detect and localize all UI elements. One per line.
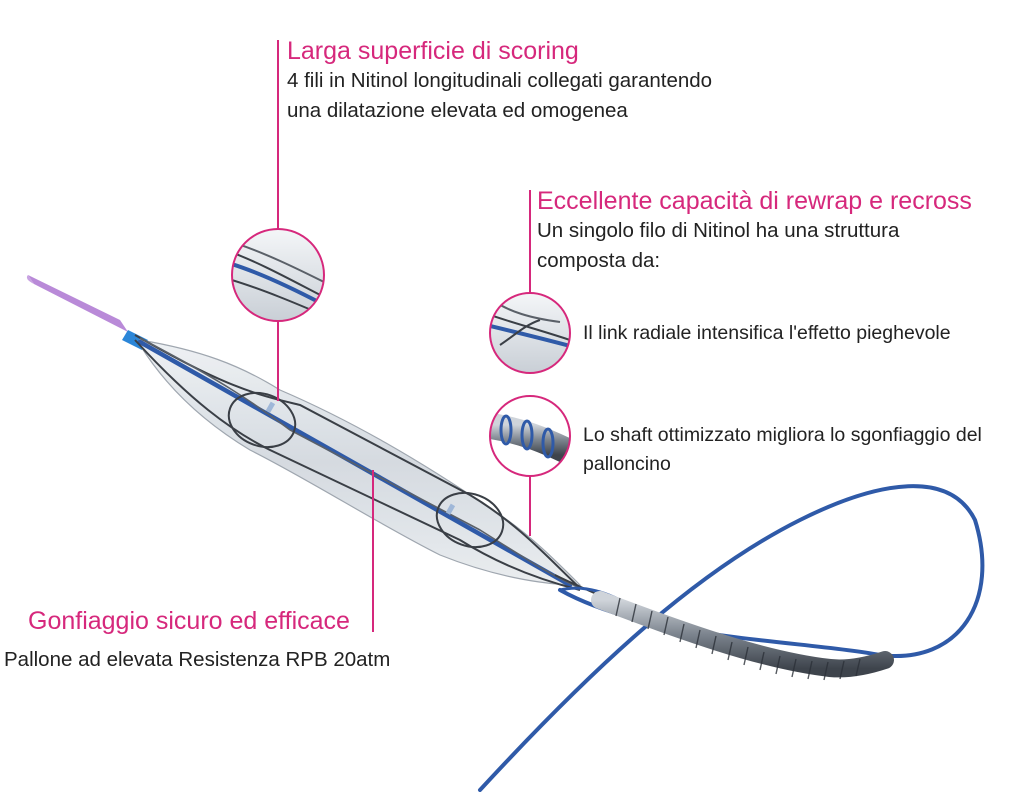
zoom-detail-shaft (489, 395, 571, 477)
zoom-detail-scoring (231, 228, 325, 322)
guidewire-loop (478, 484, 985, 792)
nitinol-wire (134, 339, 581, 591)
leader-rewrap-lower (529, 476, 531, 536)
leader-scoring (277, 40, 279, 230)
nitinol-wire (139, 337, 581, 589)
zoom-detail-radial-link (489, 292, 571, 374)
coiled-shaft (591, 591, 894, 678)
callout-scoring-line1: 4 fili in Nitinol longitudinali collegat… (287, 69, 713, 92)
callout-scoring-title: Larga superficie di scoring (287, 37, 579, 65)
callout-inflation-title: Gonfiaggio sicuro ed efficace (28, 607, 350, 635)
leader-rewrap (529, 190, 531, 294)
catheter-tip (28, 275, 128, 332)
callout-shaft-line1: Lo shaft ottimizzato migliora lo sgonfia… (583, 424, 982, 446)
callout-inflation-body: Pallone ad elevata Resistenza RPB 20atm (4, 645, 390, 675)
callout-rewrap-line1: Un singolo filo di Nitinol ha una strutt… (537, 219, 900, 242)
leader-scoring-lower (277, 321, 279, 401)
callout-radial-link-text: Il link radiale intensifica l'effetto pi… (583, 322, 951, 344)
leader-inflation (372, 470, 374, 632)
nitinol-wire (134, 334, 581, 589)
callout-inflation: Gonfiaggio sicuro ed efficace (28, 606, 350, 636)
callout-inflation-line1: Pallone ad elevata Resistenza RPB 20atm (4, 648, 391, 671)
callout-rewrap: Eccellente capacità di rewrap e recross … (537, 186, 972, 276)
callout-radial-link: Il link radiale intensifica l'effetto pi… (583, 319, 951, 348)
callout-shaft-line2: palloncino (583, 453, 671, 475)
callout-rewrap-title: Eccellente capacità di rewrap e recross (537, 187, 972, 215)
callout-scoring-line2: una dilatazione elevata ed omogenea (287, 99, 628, 122)
callout-rewrap-line2: composta da: (537, 249, 661, 272)
callout-shaft: Lo shaft ottimizzato migliora lo sgonfia… (583, 421, 982, 479)
callout-scoring: Larga superficie di scoring 4 fili in Ni… (287, 36, 712, 126)
